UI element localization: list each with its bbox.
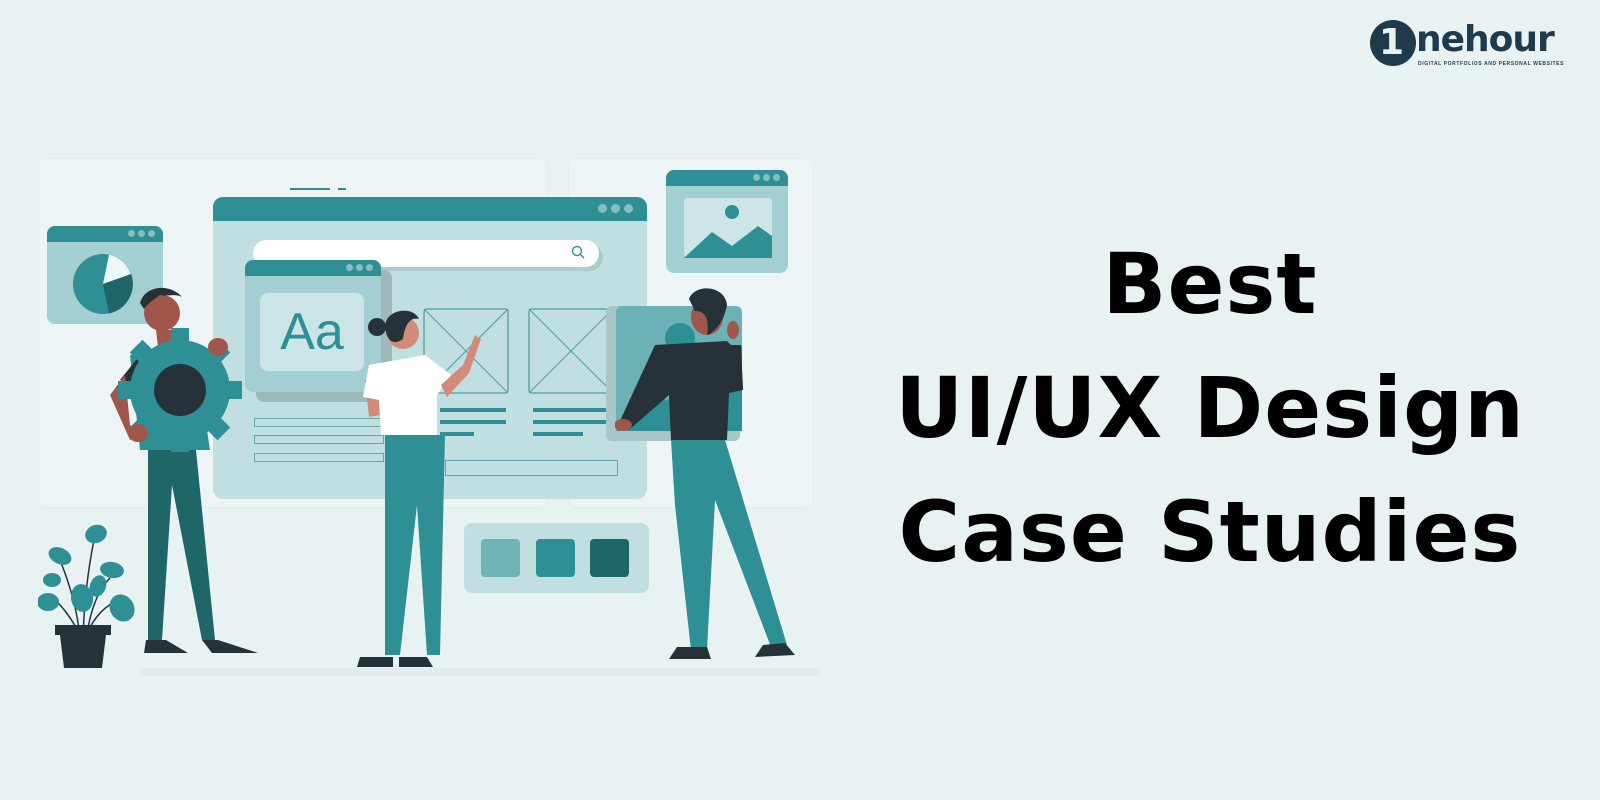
card-titlebar	[666, 170, 788, 186]
heading-placeholder-lines	[290, 188, 330, 190]
window-titlebar	[213, 197, 647, 221]
color-palette-card	[464, 523, 649, 593]
caption-line	[440, 408, 506, 412]
woman-pointing-figure	[357, 310, 481, 667]
landscape-image-icon	[684, 198, 772, 258]
potted-plant-illustration	[38, 524, 135, 668]
typography-card: Aa	[245, 260, 381, 392]
headline-line-1: Best	[1102, 235, 1318, 333]
caption-line	[533, 408, 615, 412]
image-gallery-window	[666, 170, 788, 273]
logo-tagline: DIGITAL PORTFOLIOS AND PERSONAL WEBSITES	[1418, 61, 1565, 67]
swatch-light	[481, 539, 520, 577]
logo-mark-glyph: 1	[1379, 22, 1405, 63]
window-dots-icon	[753, 174, 780, 181]
card-titlebar	[47, 226, 163, 242]
search-icon	[571, 245, 585, 259]
caption-line	[533, 420, 615, 424]
caption-line	[440, 420, 506, 424]
window-dots-icon	[128, 230, 155, 237]
text-line-outline-2	[254, 435, 384, 444]
swatch-dark	[590, 539, 629, 577]
caption-line	[533, 432, 583, 436]
window-dots-icon	[598, 204, 633, 213]
man-placing-card-figure	[615, 288, 795, 659]
window-dots-icon	[346, 264, 373, 271]
typography-sample: Aa	[260, 293, 364, 371]
floor-shadow	[140, 668, 820, 676]
card-titlebar	[245, 260, 381, 276]
pie-chart-icon	[73, 254, 133, 314]
headline-line-2: UI/UX Design	[895, 359, 1525, 457]
heading-placeholder-dash	[338, 188, 346, 190]
image-placeholder-2	[528, 308, 614, 394]
text-line-outline-3	[254, 453, 384, 462]
swatch-mid	[536, 539, 575, 577]
brand-logo[interactable]: 1 nehour DIGITAL PORTFOLIOS AND PERSONAL…	[1370, 18, 1570, 70]
text-line-outline-4	[445, 460, 618, 476]
logo-wordmark: nehour	[1416, 19, 1555, 60]
man-holding-gear-figure	[110, 287, 258, 653]
headline-line-3: Case Studies	[898, 483, 1522, 581]
logo-mark-icon: 1	[1370, 20, 1416, 66]
page-headline: Best UI/UX Design Case Studies	[870, 222, 1550, 594]
caption-line	[440, 432, 474, 436]
